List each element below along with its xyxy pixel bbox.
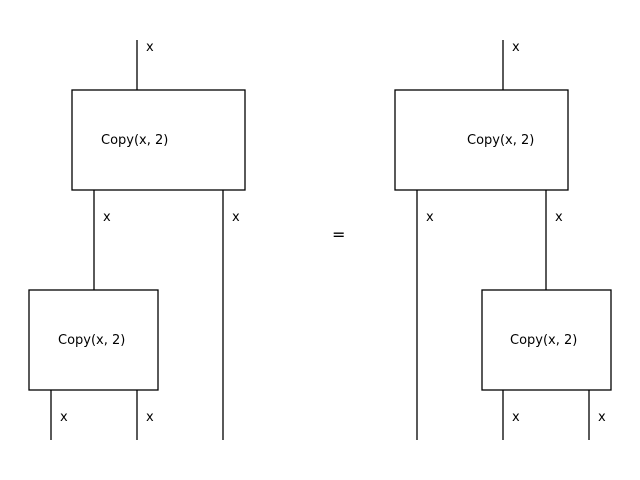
left-top-copy-box xyxy=(71,89,246,191)
left-out-wire-2-label: x xyxy=(146,410,154,425)
left-out-wire-1-label: x xyxy=(60,410,68,425)
left-input-label: x xyxy=(146,40,154,55)
left-bottom-copy-label: Copy(x, 2) xyxy=(58,333,125,348)
left-bottom-copy-box xyxy=(28,289,159,391)
right-out-wire-1-label: x xyxy=(512,410,520,425)
right-top-copy-label: Copy(x, 2) xyxy=(467,133,534,148)
right-diagram: x Copy(x, 2) x x Copy(x, 2) x x xyxy=(394,40,612,440)
equals-sign: = xyxy=(332,225,345,244)
right-input-label: x xyxy=(512,40,520,55)
left-diagram: x Copy(x, 2) x x Copy(x, 2) x x xyxy=(28,40,246,440)
left-top-copy-label: Copy(x, 2) xyxy=(101,133,168,148)
right-bottom-copy-label: Copy(x, 2) xyxy=(510,333,577,348)
left-bypass-wire-label: x xyxy=(232,210,240,225)
right-out-wire-2-label: x xyxy=(598,410,606,425)
left-mid-wire-label: x xyxy=(103,210,111,225)
right-bypass-wire-label: x xyxy=(426,210,434,225)
right-top-copy-box xyxy=(394,89,569,191)
right-mid-wire-label: x xyxy=(555,210,563,225)
right-bottom-copy-box xyxy=(481,289,612,391)
